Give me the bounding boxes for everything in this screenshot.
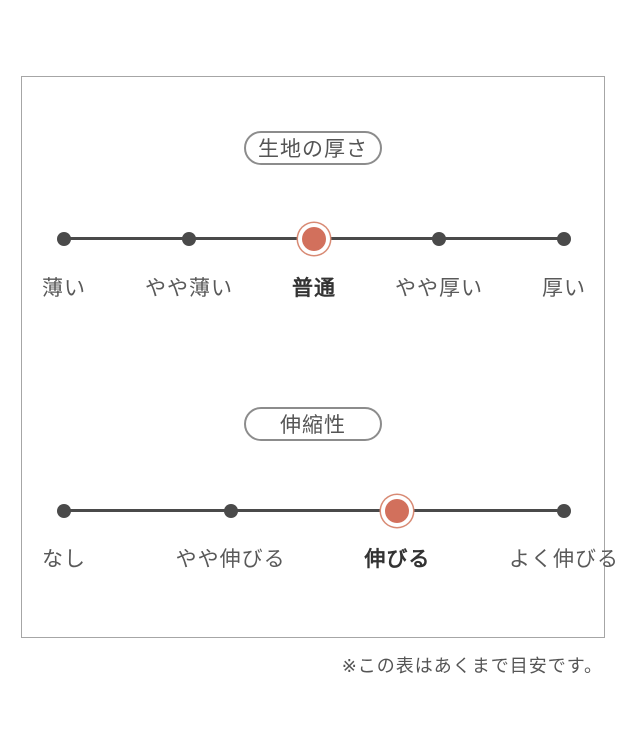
- stretch-label-slight: やや伸びる: [175, 547, 286, 571]
- stretch-dot-1: [57, 503, 71, 518]
- stretch-dot-4: [557, 503, 571, 518]
- thickness-dot-1: [57, 231, 71, 246]
- chart-frame: 生地の厚さ 薄い やや薄い 普通 やや厚い 厚い 伸縮性: [21, 76, 618, 638]
- disclaimer-note: ※この表はあくまで目安です。: [341, 656, 603, 677]
- scale-title-stretch: 伸縮性: [244, 407, 382, 441]
- scale-title-thickness-label: 生地の厚さ: [258, 137, 368, 161]
- stretch-scale: [57, 498, 571, 523]
- thickness-label-fairly-thin: やや薄い: [145, 276, 233, 300]
- thickness-dot-5: [557, 231, 571, 246]
- thickness-label-thin: 薄い: [42, 276, 86, 300]
- thickness-dot-selected: [302, 226, 326, 251]
- thickness-dot-4: [432, 231, 446, 246]
- thickness-scale: [57, 226, 571, 251]
- thickness-dot-2: [182, 231, 196, 246]
- thickness-label-normal-selected: 普通: [292, 276, 336, 300]
- thickness-labels: 薄い やや薄い 普通 やや厚い 厚い: [42, 276, 585, 302]
- stretch-label-stretches-selected: 伸びる: [364, 547, 431, 571]
- thickness-label-thick: 厚い: [542, 276, 586, 300]
- stretch-dot-2: [223, 503, 238, 518]
- stretch-labels: なし やや伸びる 伸びる よく伸びる: [42, 547, 618, 573]
- thickness-label-fairly-thick: やや厚い: [395, 276, 483, 300]
- stretch-dot-selected: [385, 498, 410, 523]
- scale-title-stretch-label: 伸縮性: [280, 413, 346, 437]
- stretch-track: [64, 509, 564, 512]
- scale-title-thickness: 生地の厚さ: [244, 131, 382, 165]
- stretch-label-very: よく伸びる: [509, 547, 619, 571]
- stretch-label-none: なし: [42, 547, 86, 571]
